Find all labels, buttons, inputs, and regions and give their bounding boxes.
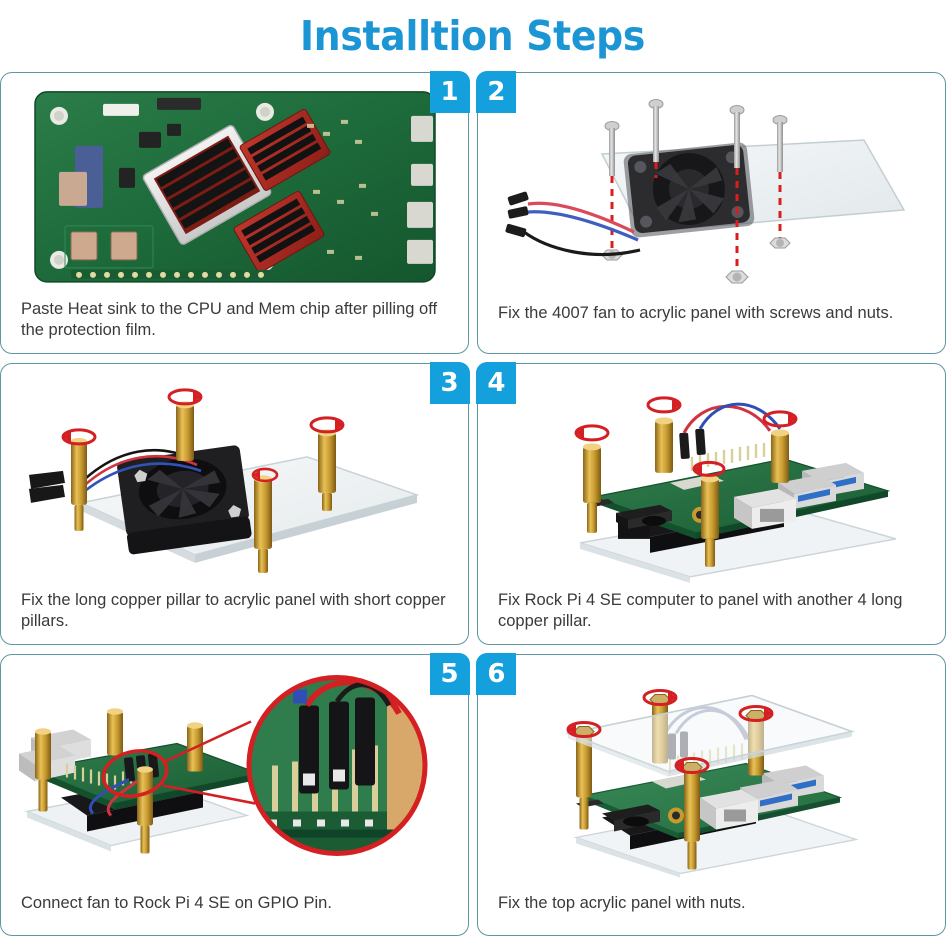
step-badge-2: 2 [476,71,517,114]
step-illustration-4 [484,368,939,584]
step-illustration-5 [7,659,462,879]
step-caption-3: Fix the long copper pillar to acrylic pa… [21,590,446,630]
step-badge-4: 4 [476,362,517,405]
step-caption-6: Fix the top acrylic panel with nuts. [498,894,746,912]
step-card-5: 5 [0,653,470,936]
step-caption-1: Paste Heat sink to the CPU and Mem chip … [21,299,438,339]
step-caption-5: Connect fan to Rock Pi 4 SE on GPIO Pin. [21,894,332,912]
steps-grid: 1 [0,71,946,936]
zoom-detail-circle [246,675,428,856]
title-bar: Installtion Steps [0,0,946,72]
step-illustration-2 [484,77,939,297]
step-illustration-3 [7,368,462,584]
completed-assembly-top-panel-icon [565,689,859,878]
step-card-2: 2 [476,71,946,354]
step-illustration-1 [7,77,462,293]
gpio-connection-with-zoom-callout-icon [19,675,428,856]
step-card-6: 6 [476,653,946,936]
page-title: Installtion Steps [300,12,646,60]
copper-pillars-on-panel-icon [29,388,420,573]
step-badge-6: 6 [476,653,517,696]
step-badge-1: 1 [429,71,470,114]
board-mounted-on-panel-icon [574,396,897,583]
step-badge-3: 3 [429,362,470,405]
step-card-4: 4 [476,362,946,645]
step-illustration-6 [484,659,939,879]
fan-screws-acrylic-panel-icon [505,99,906,284]
step-card-3: 3 [0,362,470,645]
step-caption-4: Fix Rock Pi 4 SE computer to panel with … [498,590,903,630]
step-badge-5: 5 [429,653,470,696]
rock-pi-board-with-heatsinks-icon [34,91,436,283]
step-card-1: 1 [0,71,470,354]
step-caption-2: Fix the 4007 fan to acrylic panel with s… [498,304,894,322]
